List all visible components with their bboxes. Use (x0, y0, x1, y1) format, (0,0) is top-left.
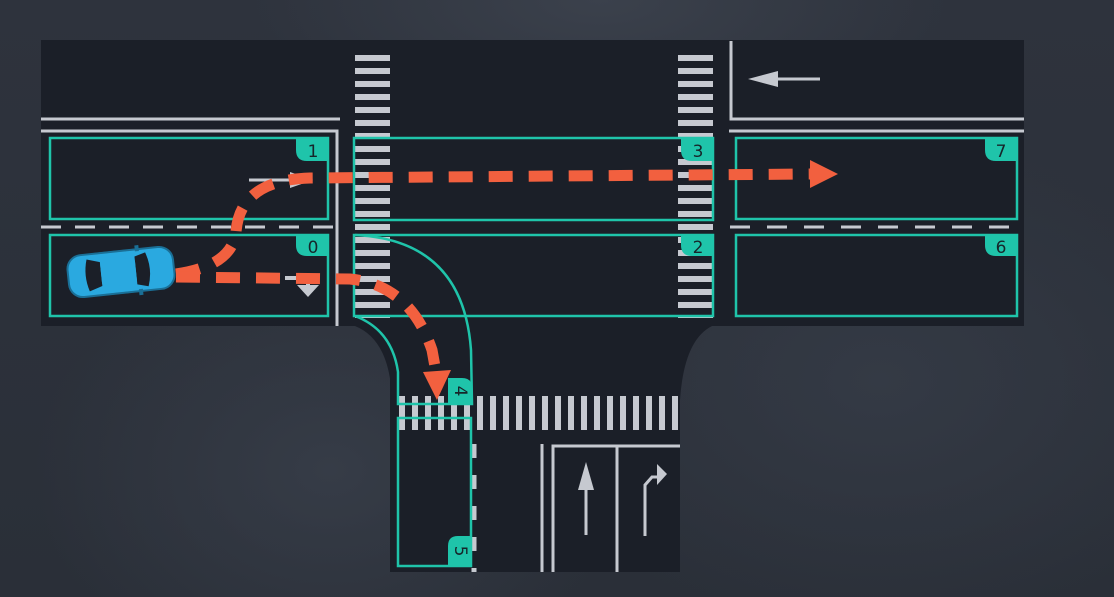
svg-text:1: 1 (308, 142, 319, 162)
lane-5-outline (396, 416, 473, 568)
east-road-markings (729, 41, 1024, 229)
crosswalk-west (355, 50, 390, 318)
lane-tag-4: 4 (448, 378, 472, 404)
svg-text:5: 5 (450, 546, 470, 557)
south-road-markings (471, 444, 680, 572)
svg-text:4: 4 (450, 386, 470, 397)
crosswalk-south (396, 396, 680, 430)
south-right-turn-arrow-icon (643, 464, 667, 536)
lane-tags: 1 0 3 2 7 6 4 (296, 138, 1017, 566)
west-road-markings (41, 117, 340, 326)
ego-car-icon (66, 245, 176, 299)
lane-1-outline (48, 136, 330, 221)
path-right-turn (175, 271, 451, 400)
lane-tag-6: 6 (985, 235, 1017, 258)
lane-4-outline (354, 233, 474, 406)
crosswalk-east (678, 50, 713, 318)
lane-tag-7: 7 (985, 138, 1017, 162)
lane-tag-5: 5 (448, 536, 472, 566)
svg-text:7: 7 (996, 142, 1007, 162)
lane-6-outline (734, 233, 1019, 318)
westbound-arrow-icon (748, 71, 820, 87)
lane-tag-3: 3 (681, 138, 713, 162)
lane-3-outline (352, 136, 715, 222)
lane-tag-2: 2 (681, 235, 713, 258)
lane-tag-0: 0 (296, 235, 328, 258)
lane-0-outline (48, 233, 330, 318)
path-arrowhead-south-icon (423, 370, 451, 400)
svg-text:6: 6 (996, 238, 1007, 258)
svg-text:2: 2 (693, 238, 704, 258)
path-lane-change-straight (175, 160, 838, 280)
south-straight-arrow-icon (578, 462, 594, 535)
svg-text:0: 0 (308, 238, 319, 258)
lane-tag-1: 1 (296, 138, 328, 162)
path-arrowhead-east-icon (810, 160, 838, 188)
svg-text:3: 3 (693, 142, 704, 162)
